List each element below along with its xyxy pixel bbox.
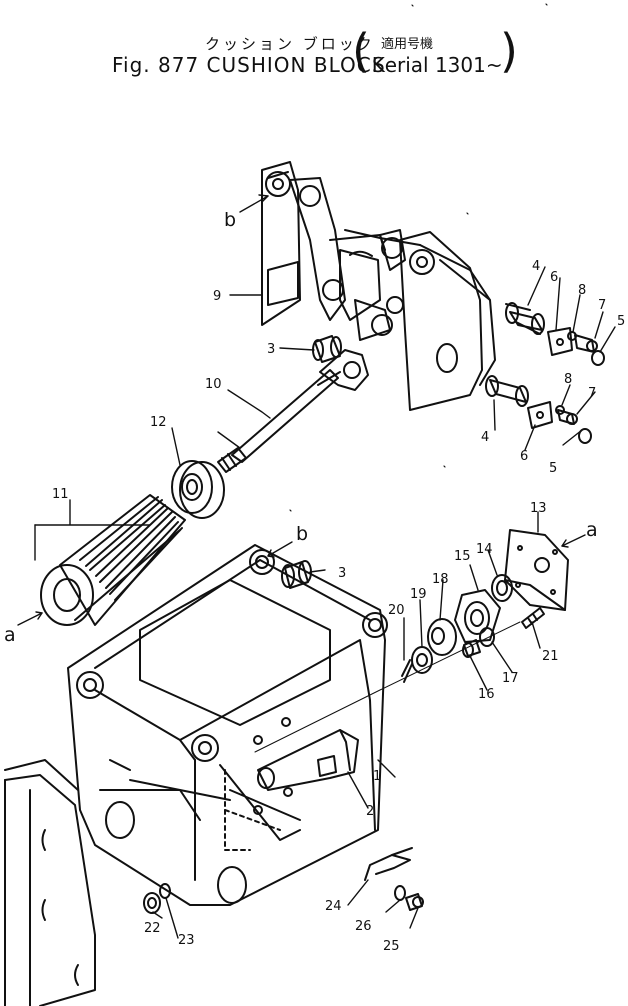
adjacent-column (4, 759, 96, 1006)
ref-b-top: b (224, 209, 236, 231)
callout-20: 20 (388, 603, 405, 618)
callout-19: 19 (410, 587, 427, 602)
callout-5a: 5 (617, 314, 625, 329)
clip-part24 (364, 847, 413, 881)
callout-1: 1 (373, 769, 381, 784)
lower-nut-part5 (578, 428, 592, 444)
washer-part17 (479, 627, 495, 647)
callout-10: 10 (205, 377, 222, 392)
callout-3b: 3 (338, 566, 346, 581)
callout-4b: 4 (481, 430, 489, 445)
callout-9: 9 (213, 289, 221, 304)
lower-lock-plate-part6 (527, 401, 553, 429)
reference-arrows (17, 194, 586, 626)
callout-8a: 8 (578, 283, 586, 298)
callout-2: 2 (366, 804, 374, 819)
callout-7b: 7 (588, 386, 596, 401)
callout-15: 15 (454, 549, 471, 564)
main-frame-part1 (67, 544, 388, 906)
specks (289, 3, 548, 512)
lower-bolt-part7 (557, 409, 578, 425)
disc-part18 (427, 618, 457, 656)
callout-8b: 8 (564, 372, 572, 387)
figure-title: Fig. 877 CUSHION BLOCK (112, 53, 386, 77)
callout-18: 18 (432, 572, 449, 587)
callout-6a: 6 (550, 270, 558, 285)
callout-11: 11 (52, 487, 69, 502)
ref-a-left: a (4, 624, 16, 646)
callout-7a: 7 (598, 298, 606, 313)
serial-range: Serial 1301~ (372, 53, 503, 77)
lower-bushing-part3 (281, 560, 312, 589)
title-japanese-serial: 適用号機 (381, 37, 434, 52)
lower-pin-part4 (485, 375, 529, 407)
rod-part10 (217, 349, 369, 473)
upper-washer-part8 (567, 331, 577, 341)
callout-25: 25 (383, 939, 400, 954)
bolt-part25 (405, 893, 424, 911)
latch-plate-part2 (257, 729, 359, 791)
callout-13: 13 (530, 501, 547, 516)
cushion-mount-part15 (454, 589, 501, 643)
callout-14: 14 (476, 542, 493, 557)
ref-a-right: a (586, 519, 598, 541)
callout-12: 12 (150, 415, 167, 430)
callout-22: 22 (144, 921, 161, 936)
callout-3a: 3 (267, 342, 275, 357)
upper-lock-plate-part6 (547, 327, 573, 356)
reference-letters: b b a a (4, 209, 598, 646)
washer-part14 (491, 574, 513, 602)
nut-part22 (143, 892, 161, 914)
callout-24: 24 (325, 899, 342, 914)
leader-lines (34, 266, 616, 939)
callout-26: 26 (355, 919, 372, 934)
open-bracket: ( (352, 24, 370, 78)
close-bracket: ) (500, 24, 518, 78)
upper-bolt-part7 (574, 334, 598, 353)
callout-16: 16 (478, 687, 495, 702)
callout-21: 21 (542, 649, 559, 664)
upper-nut-part5 (591, 350, 605, 366)
callout-17: 17 (502, 671, 519, 686)
cotter-pin-part20 (401, 659, 413, 683)
stud-part21 (521, 607, 545, 629)
bearing-part12 (171, 460, 225, 519)
ref-b-mid: b (296, 523, 308, 545)
cushion-spring-part11 (40, 494, 186, 626)
title-japanese: クッション ブロック (205, 35, 375, 53)
washer-part26 (394, 885, 406, 901)
lower-washer-part8 (555, 405, 565, 415)
washer-part23 (159, 883, 171, 899)
upper-bracket-part9 (261, 161, 496, 411)
plate-part13 (504, 529, 569, 611)
upper-pin-part4 (505, 302, 545, 335)
callout-6b: 6 (520, 449, 528, 464)
callout-numbers: 1 2 3 3 4 4 5 5 6 6 7 7 8 8 9 10 11 12 1… (52, 259, 625, 954)
callout-4a: 4 (532, 259, 540, 274)
callout-23: 23 (178, 933, 195, 948)
callout-5b: 5 (549, 461, 557, 476)
